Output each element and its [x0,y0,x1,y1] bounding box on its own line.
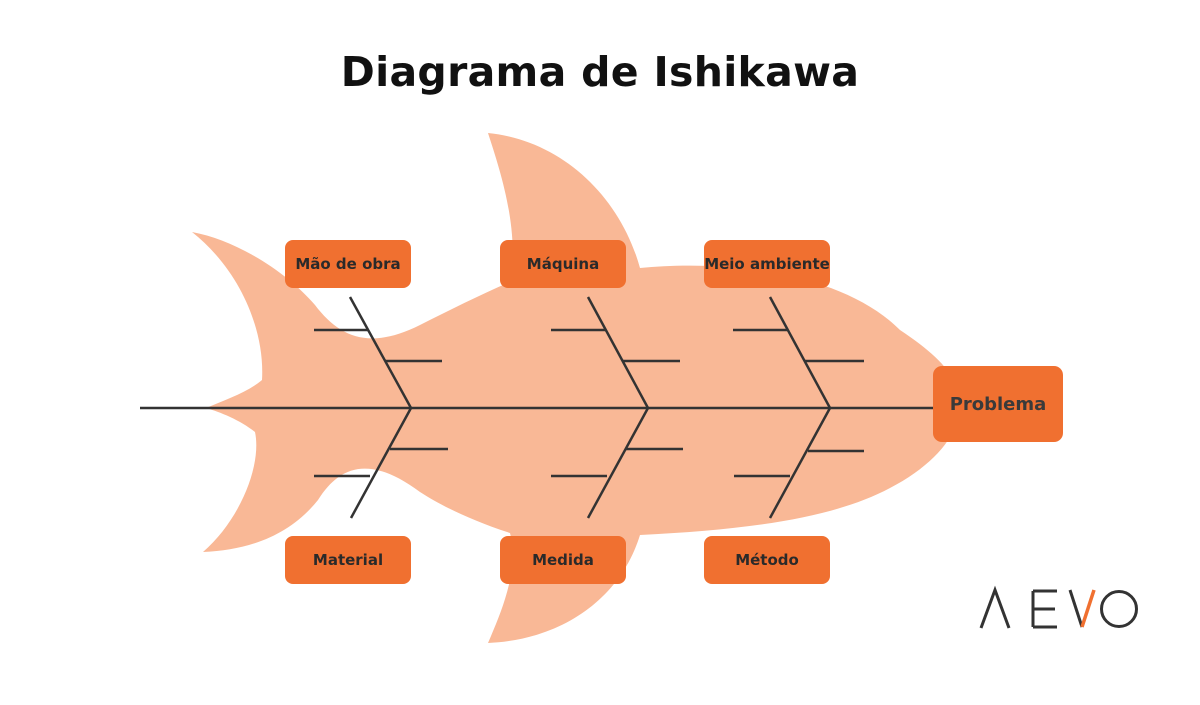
bone-material [314,407,448,519]
aevo-logo [979,585,1138,629]
category-metodo: Método [704,536,830,584]
fish-body [192,133,955,643]
category-maquina: Máquina [500,240,626,288]
category-mao-de-obra: Mão de obra [285,240,411,288]
bone-medida [551,407,683,519]
category-meio-ambiente: Meio ambiente [704,240,830,288]
bone-maquina [551,296,680,409]
bone-meio-ambiente [733,296,864,409]
problem-box: Problema [933,366,1063,442]
category-material: Material [285,536,411,584]
diagram-title: Diagrama de Ishikawa [340,48,860,96]
bone-metodo [734,407,864,519]
category-medida: Medida [500,536,626,584]
bone-mao-de-obra [314,296,442,409]
